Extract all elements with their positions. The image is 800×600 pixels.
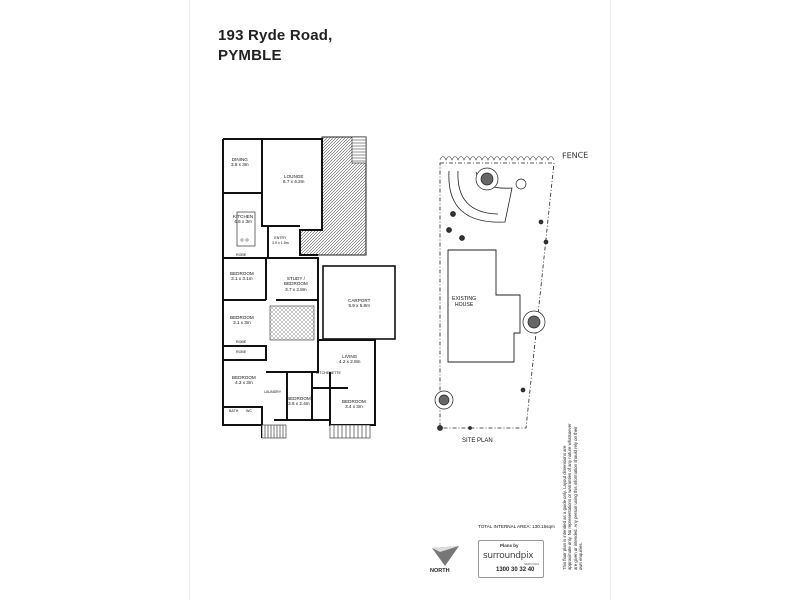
room-laundry: LAUNDRY [264,390,282,394]
room-kitchenette: KITCHENETTE [316,371,341,375]
room-bedroom-4-size: 3.6 x 2.4m [288,401,310,407]
room-entry-size: 3.9 x 1.5m [272,241,289,246]
room-study-size: 3.7 x 2.8m [285,286,307,292]
room-bedroom-3: BEDROOM 4.3 x 3m [232,375,256,386]
room-carport-name: CARPORT [348,298,371,303]
room-living-size: 4.2 x 2.8m [339,359,361,365]
room-study-name: STUDY / [286,276,305,281]
room-bedroom-4-name: BEDROOM [287,396,311,401]
site-plan-title: SITE PLAN [462,438,493,444]
room-dining-name: DINING [231,157,248,162]
kitchen-bench [236,211,256,247]
room-lounge-name: LOUNGE [284,174,304,179]
entry-stairs [261,136,371,439]
site-trees [434,167,549,431]
north-arrow-icon [432,546,459,566]
room-robe-3: ROBE [236,350,247,354]
room-bedroom-2-name: BEDROOM [230,315,254,320]
room-kitchen-name: KITCHEN [233,214,254,219]
room-lounge-size: 6.7 x 4.2m [283,179,305,185]
room-carport-size: 5.9 x 5.8m [348,303,370,309]
room-living-name: LIVING [342,354,358,359]
room-dining: DINING 3.8 x 3m [231,157,249,168]
north-label: NORTH [430,568,450,574]
room-bedroom-5: BEDROOM 3.4 x 3m [342,399,366,410]
room-entry: ENTRY 3.9 x 1.5m [272,236,289,247]
room-robe-2: ROBE [236,340,247,344]
address-line-1: 193 Ryde Road, [218,27,333,44]
hedge-fence [439,156,555,161]
brand-logo: surroundpix [483,551,534,561]
disclaimer-text: This floor plan is intended as a guide o… [562,423,584,570]
room-bedroom-3-size: 4.3 x 3m [235,380,253,386]
existing-house-label: EXISTING HOUSE [452,296,476,309]
room-bedroom-1: BEDROOM 3.1 x 3.1m [230,271,254,282]
room-bedroom-2: BEDROOM 3.1 x 3m [230,315,254,326]
room-wc: WC [246,409,252,413]
room-study-name-2: BEDROOM [284,281,308,287]
room-bedroom-1-size: 3.1 x 3.1m [231,276,253,282]
existing-house-label-1: EXISTING [452,296,477,302]
room-carport: CARPORT 5.9 x 5.8m [348,298,370,309]
room-study: STUDY / BEDROOM 3.7 x 2.8m [284,276,308,292]
carport-outline [322,265,396,340]
room-lounge: LOUNGE 6.7 x 4.2m [283,174,304,185]
room-kitchen-size: 4.6 x 3m [234,219,252,225]
room-bedroom-2-size: 3.1 x 3m [233,320,251,326]
room-living: LIVING 4.2 x 2.8m [339,354,360,365]
existing-house-outline [447,249,521,363]
room-kitchen: KITCHEN 4.6 x 3m [233,214,253,225]
room-dining-size: 3.8 x 3m [231,162,249,168]
room-bedroom-4: BEDROOM 3.6 x 2.4m [287,396,311,407]
total-area: TOTAL INTERNAL AREA: 130.15sqm [478,524,555,529]
address-line-2: PYMBLE [218,47,282,64]
room-bedroom-3-name: BEDROOM [232,375,256,380]
floor-plan-walls [222,138,376,438]
bathroom-tiles [269,305,315,341]
brand-sub: SERVICES [524,562,540,566]
room-bath: BATH [229,409,239,413]
existing-house-label-2: HOUSE [454,302,474,309]
plans-by-label: Plans by [500,543,519,548]
room-bedroom-5-name: BEDROOM [342,399,366,404]
logo-box [478,540,544,578]
room-bedroom-1-name: BEDROOM [230,271,254,276]
room-entry-name: ENTRY [274,236,287,240]
fence-annotation: FENCE [561,150,589,161]
room-robe-1: ROBE [236,253,247,257]
room-bedroom-5-size: 3.4 x 3m [345,404,363,410]
phone-number: 1300 30 32 40 [496,567,535,573]
